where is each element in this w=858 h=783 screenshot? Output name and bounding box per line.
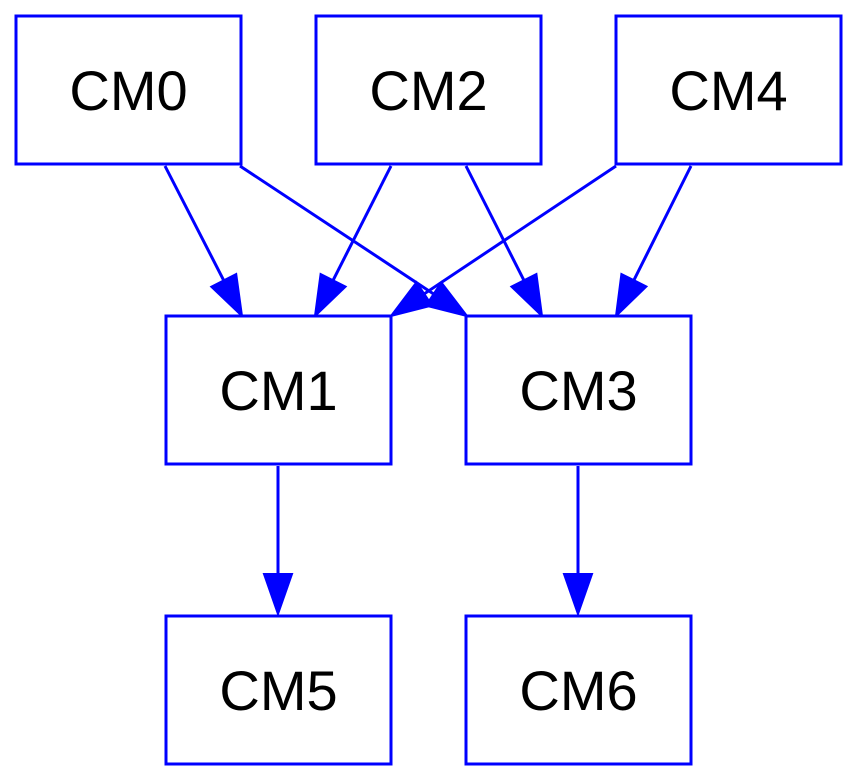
node-label: CM5 [219, 659, 337, 722]
edge-cm2-cm3 [464, 165, 544, 319]
arrowhead-icon [388, 280, 434, 318]
node-cm5: CM5 [164, 614, 393, 766]
node-cm0: CM0 [14, 14, 243, 166]
node-box [464, 614, 693, 766]
node-label: CM1 [219, 359, 337, 422]
edge-line [163, 165, 226, 282]
edge-line [331, 165, 393, 281]
node-label: CM2 [369, 59, 487, 122]
edge-cm0-cm3 [239, 164, 470, 318]
node-cm1: CM1 [164, 314, 393, 466]
edge-line [464, 165, 526, 281]
edge-line [239, 164, 435, 296]
node-box [164, 614, 393, 766]
arrowhead-icon [509, 272, 544, 319]
edge-cm0-cm1 [163, 165, 244, 319]
edge-cm4-cm3 [614, 165, 693, 319]
node-box [164, 314, 393, 466]
arrowhead-icon [262, 573, 294, 618]
node-label: CM3 [519, 359, 637, 422]
node-cm2: CM2 [314, 14, 543, 166]
node-box [614, 14, 843, 166]
node-box [314, 14, 543, 166]
edge-line [632, 165, 693, 281]
arrowhead-icon [313, 272, 348, 319]
node-box [14, 14, 243, 166]
node-label: CM4 [669, 59, 787, 122]
arrowhead-icon [424, 280, 470, 318]
edge-cm2-cm1 [313, 165, 393, 319]
edge-cm1-cm5 [262, 466, 294, 618]
node-box [464, 314, 693, 466]
node-label: CM0 [69, 59, 187, 122]
arrowhead-icon [209, 272, 244, 319]
edge-cm4-cm1 [388, 164, 617, 318]
edges-layer [163, 164, 693, 618]
arrowhead-icon [614, 272, 649, 319]
node-label: CM6 [519, 659, 637, 722]
node-cm6: CM6 [464, 614, 693, 766]
edge-cm3-cm6 [562, 466, 594, 618]
edge-line [423, 164, 617, 296]
node-cm4: CM4 [614, 14, 843, 166]
node-cm3: CM3 [464, 314, 693, 466]
arrowhead-icon [562, 573, 594, 618]
